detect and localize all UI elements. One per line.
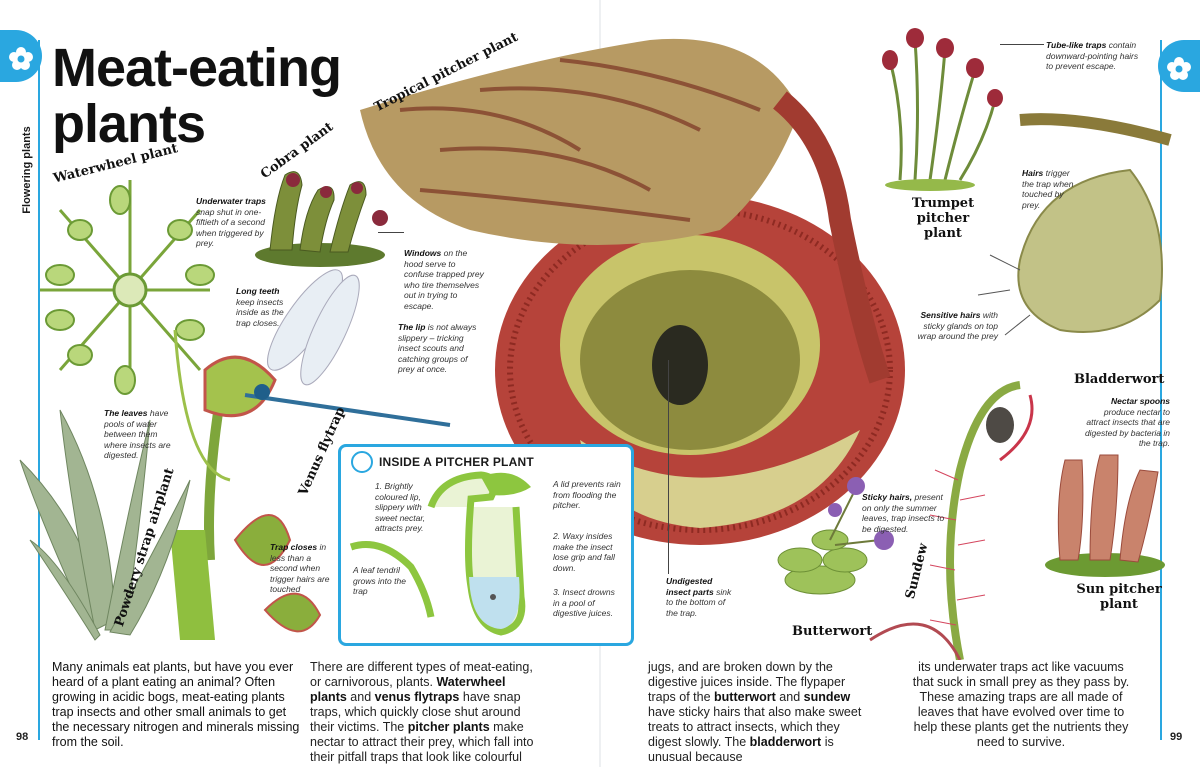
body-column-4: its underwater traps act like vacuums th… xyxy=(912,660,1130,749)
illustration-layer xyxy=(19,28,1172,660)
note-lip: The lip is not always slippery – trickin… xyxy=(398,322,477,374)
note-hairs: Hairs trigger the trap when touched by p… xyxy=(1022,168,1074,210)
note-long-teeth: Long teeth keep insects inside as the tr… xyxy=(236,286,284,328)
inside-tendril: A leaf tendril grows into the trap xyxy=(353,565,406,596)
note-leaves: The leaves have pools of water between t… xyxy=(104,408,171,460)
label-butterwort: Butterwort xyxy=(792,624,873,639)
title-line-1: Meat-eating xyxy=(52,38,342,98)
pointer-line xyxy=(1000,44,1044,45)
page-number-right: 99 xyxy=(1170,731,1183,743)
body-column-2: There are different types of meat-eating… xyxy=(310,660,534,764)
note-sensitive-hairs: Sensitive hairs with sticky glands on to… xyxy=(917,310,998,341)
trumpet-pitcher-plant-image xyxy=(882,28,1003,191)
inside-pitcher-box: INSIDE A PITCHER PLANT 1. Brightly colou… xyxy=(338,444,634,646)
note-tube-traps: Tube-like traps contain downward-pointin… xyxy=(1046,40,1139,71)
page-number-left: 98 xyxy=(16,731,29,743)
sundew-image xyxy=(869,381,1034,660)
note-undigested: Undigested insect parts sink to the bott… xyxy=(666,576,732,618)
corner-badge-left xyxy=(0,30,42,82)
waterwheel-plant-image xyxy=(40,180,215,395)
pitcher-diagram xyxy=(349,471,531,636)
venus-flytrap-image xyxy=(170,329,322,640)
note-trap-closes: Trap closes in less than a second when t… xyxy=(270,542,330,594)
intro-paragraph: Many animals eat plants, but have you ev… xyxy=(52,660,300,749)
cobra-plant-image xyxy=(255,171,388,267)
label-sun-pitcher: Sun pitcher plant xyxy=(1076,582,1162,612)
inside-step2: 2. Waxy insides make the insect lose gri… xyxy=(553,531,615,573)
inside-step1: 1. Brightly coloured lip, slippery with … xyxy=(375,481,426,533)
left-page-rule xyxy=(38,40,40,740)
title-line-2: plants xyxy=(52,94,206,154)
note-sticky-hairs: Sticky hairs, present on only the summer… xyxy=(862,492,945,534)
note-windows: Windows on the hood serve to confuse tra… xyxy=(404,248,484,311)
flower-icon xyxy=(9,47,33,70)
label-bladderwort: Bladderwort xyxy=(1074,372,1165,387)
inside-pitcher-heading: INSIDE A PITCHER PLANT xyxy=(351,451,534,473)
flower-icon xyxy=(1167,57,1191,80)
corner-badge-right xyxy=(1158,40,1200,92)
inside-step3: 3. Insect drowns in a pool of digestive … xyxy=(553,587,615,618)
inside-lid: A lid prevents rain from flooding the pi… xyxy=(553,479,621,510)
inside-heading-text: INSIDE A PITCHER PLANT xyxy=(379,455,534,469)
magnifier-icon xyxy=(351,451,373,473)
airplant-image xyxy=(19,409,191,641)
dragonfly-image xyxy=(244,269,451,427)
note-nectar-spoons: Nectar spoons produce nectar to attract … xyxy=(1084,396,1170,448)
note-underwater-traps: Underwater traps snap shut in one-fiftie… xyxy=(196,196,266,248)
body-column-3: jugs, and are broken down by the digesti… xyxy=(648,660,862,764)
sun-pitcher-plant-image xyxy=(1045,454,1165,577)
pointer-line xyxy=(668,360,669,574)
butterwort-image xyxy=(777,477,894,595)
page-title: Meat-eating plants xyxy=(52,38,342,154)
bladderwort-image xyxy=(977,113,1172,336)
right-page-rule xyxy=(1160,40,1162,740)
pointer-line xyxy=(378,232,404,233)
label-trumpet-pitcher: Trumpet pitcher plant xyxy=(911,196,975,241)
